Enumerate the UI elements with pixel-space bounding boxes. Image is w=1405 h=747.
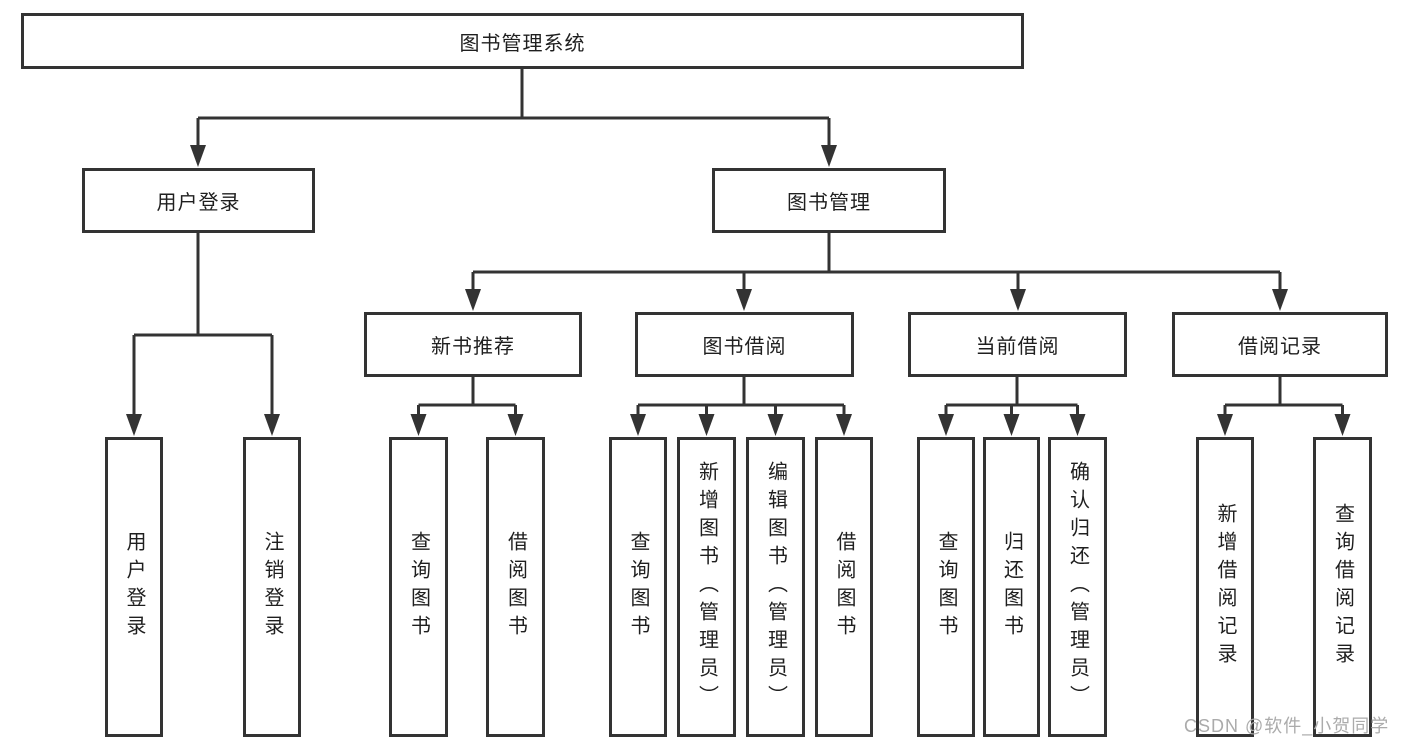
leaf-add-book-admin: 新增图书（管理员） [677,437,736,737]
node-current-borrow-label: 当前借阅 [975,336,1060,358]
connector-bookmgmt-to-level3 [471,233,1282,291]
csdn-watermark: CSDN @软件_小贺同学 [1184,716,1390,736]
leaf-query-book-recommend-label: 查询图书 [407,531,430,643]
leaf-user-login: 用户登录 [105,437,163,737]
node-user-login: 用户登录 [82,168,315,233]
node-borrow-records: 借阅记录 [1172,312,1388,377]
leaf-borrow-book-recommend-label: 借阅图书 [504,531,527,643]
connector-root-to-level2 [196,69,831,147]
leaf-confirm-return-admin-label: 确认归还（管理员） [1066,461,1089,713]
node-borrow-records-label: 借阅记录 [1238,336,1322,358]
leaf-query-borrow-record-label: 查询借阅记录 [1331,503,1354,671]
connector-currentborrow-branch [944,377,1079,416]
leaf-edit-book-admin-label: 编辑图书（管理员） [764,461,787,713]
node-current-borrow: 当前借阅 [908,312,1127,377]
leaf-query-book-current-label: 查询图书 [935,531,957,643]
leaf-edit-book-admin: 编辑图书（管理员） [746,437,805,737]
leaf-add-borrow-record-label: 新增借阅记录 [1214,503,1236,671]
leaf-query-book-current: 查询图书 [917,437,975,737]
leaf-query-book-borrow: 查询图书 [609,437,667,737]
leaf-borrow-book-recommend: 借阅图书 [486,437,545,737]
leaf-add-book-admin-label: 新增图书（管理员） [695,461,718,713]
node-new-book-recommend-label: 新书推荐 [431,336,515,358]
leaf-return-book: 归还图书 [983,437,1040,737]
connector-userlogin-branch [132,233,274,416]
leaf-borrow-book-label: 借阅图书 [833,531,855,643]
node-book-management-label: 图书管理 [787,192,871,214]
node-book-borrow: 图书借阅 [635,312,854,377]
node-book-management: 图书管理 [712,168,946,233]
node-new-book-recommend: 新书推荐 [364,312,582,377]
leaf-logout-label: 注销登录 [261,531,283,643]
leaf-confirm-return-admin: 确认归还（管理员） [1048,437,1107,737]
connector-newbook-branch [417,377,517,416]
node-user-login-label: 用户登录 [156,192,241,214]
leaf-query-book-borrow-label: 查询图书 [627,531,649,643]
leaf-query-borrow-record: 查询借阅记录 [1313,437,1372,737]
node-root: 图书管理系统 [21,13,1024,69]
leaf-user-login-label: 用户登录 [123,531,145,643]
leaf-logout: 注销登录 [243,437,301,737]
leaf-query-book-recommend: 查询图书 [389,437,448,737]
leaf-return-book-label: 归还图书 [1000,531,1023,643]
connector-records-branch [1223,377,1344,416]
leaf-borrow-book: 借阅图书 [815,437,873,737]
leaf-add-borrow-record: 新增借阅记录 [1196,437,1254,737]
node-book-borrow-label: 图书借阅 [702,336,787,358]
node-root-label: 图书管理系统 [459,32,586,55]
connector-bookborrow-branch [636,377,846,416]
arrowheads [126,145,1351,436]
